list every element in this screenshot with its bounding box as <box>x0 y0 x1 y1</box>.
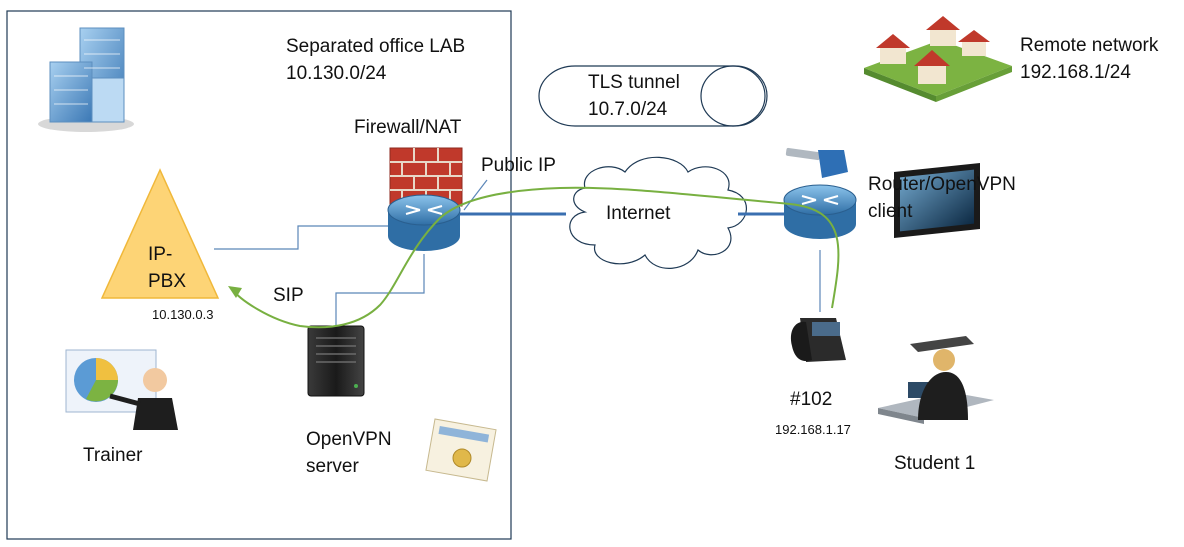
tunnel-subnet: 10.7.0/24 <box>588 99 668 120</box>
office-building-icon <box>38 27 134 132</box>
key-icon <box>785 147 848 178</box>
pbx-label-line2: PBX <box>148 271 187 292</box>
pbx-lan-link <box>214 225 388 250</box>
router-label-line1: Router/OpenVPN <box>868 174 1016 195</box>
public-ip-label: Public IP <box>481 155 556 176</box>
remote-network-subnet: 192.168.1/24 <box>1020 62 1131 83</box>
firewall-router-icon <box>387 194 461 251</box>
pbx-label-line1: IP- <box>148 244 173 265</box>
openvpn-server-line2: server <box>306 456 359 477</box>
lab-subnet: 10.130.0/24 <box>286 63 387 84</box>
trainer-icon <box>65 349 178 430</box>
openvpn-server-icon <box>307 325 365 397</box>
public-ip-pointer <box>463 179 488 211</box>
tls-tunnel-shape <box>538 65 768 127</box>
student-label: Student 1 <box>894 453 976 474</box>
internet-label: Internet <box>606 203 671 224</box>
phone-ip: 192.168.1.17 <box>775 422 851 437</box>
sip-arrowhead <box>228 286 242 298</box>
certificate-icon <box>425 418 497 482</box>
pbx-ip: 10.130.0.3 <box>152 307 214 322</box>
ip-phone-icon <box>790 318 846 362</box>
lab-title: Separated office LAB <box>286 36 466 57</box>
internet-cloud <box>569 156 747 269</box>
tunnel-title: TLS tunnel <box>588 72 680 93</box>
server-lan-link <box>335 254 425 326</box>
houses-icon <box>864 16 1012 102</box>
phone-extension: #102 <box>790 389 833 410</box>
firewall-label: Firewall/NAT <box>354 117 462 138</box>
monitor-icon <box>894 162 980 352</box>
sip-label: SIP <box>273 285 304 306</box>
remote-network-title: Remote network <box>1020 35 1159 56</box>
trainer-label: Trainer <box>83 445 143 466</box>
openvpn-server-line1: OpenVPN <box>306 429 392 450</box>
lab-boundary <box>6 10 512 540</box>
sip-signal-path <box>231 186 840 329</box>
student-icon <box>878 349 994 424</box>
remote-router-icon <box>783 184 857 239</box>
pbx-triangle <box>100 168 220 299</box>
router-label-line2: client <box>868 201 913 222</box>
